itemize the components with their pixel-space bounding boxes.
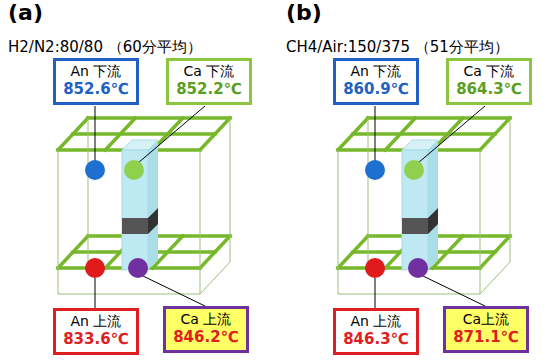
- position-label: An 上流: [63, 312, 129, 330]
- panel-condition: H2/N2:80/80 （60分平均）: [8, 38, 202, 57]
- callout-box: An 下流860.9℃: [333, 58, 419, 105]
- position-label: Ca上流: [453, 310, 519, 328]
- grid-bar: [353, 132, 495, 136]
- temperature-value: 852.6℃: [63, 80, 129, 100]
- position-label: An 下流: [343, 62, 409, 80]
- callout-box: Ca 上流846.2℃: [163, 306, 249, 353]
- temperature-value: 860.9℃: [343, 80, 409, 100]
- panel-b-cube: [338, 106, 510, 308]
- panel-letter: (b): [286, 0, 322, 25]
- panel-condition: CH4/Air:150/375 （51分平均）: [286, 38, 509, 57]
- callout-box: Ca上流871.1℃: [443, 306, 529, 353]
- temperature-value: 852.2℃: [176, 80, 242, 100]
- callout-box: An 上流833.6℃: [53, 308, 139, 355]
- grid-bar: [368, 234, 510, 238]
- position-label: Ca 下流: [176, 62, 242, 80]
- position-label: An 上流: [343, 312, 409, 330]
- temperature-value: 833.6℃: [63, 330, 129, 350]
- position-label: An 下流: [63, 62, 129, 80]
- panel-letter: (a): [8, 0, 43, 25]
- callout-box: Ca 下流852.2℃: [166, 58, 252, 105]
- position-label: Ca 上流: [173, 310, 239, 328]
- grid-bar: [88, 116, 230, 120]
- callout-box: An 上流846.3℃: [333, 308, 419, 355]
- grid-bar: [88, 234, 230, 238]
- grid-bar: [368, 116, 510, 120]
- temperature-value: 864.3℃: [456, 80, 522, 100]
- temperature-value: 846.2℃: [173, 328, 239, 348]
- temperature-value: 846.3℃: [343, 330, 409, 350]
- callout-box: An 下流852.6℃: [53, 58, 139, 105]
- panel-a-cube: [58, 106, 230, 308]
- temperature-value: 871.1℃: [453, 328, 519, 348]
- grid-bar: [73, 132, 215, 136]
- callout-box: Ca 下流864.3℃: [446, 58, 532, 105]
- position-label: Ca 下流: [456, 62, 522, 80]
